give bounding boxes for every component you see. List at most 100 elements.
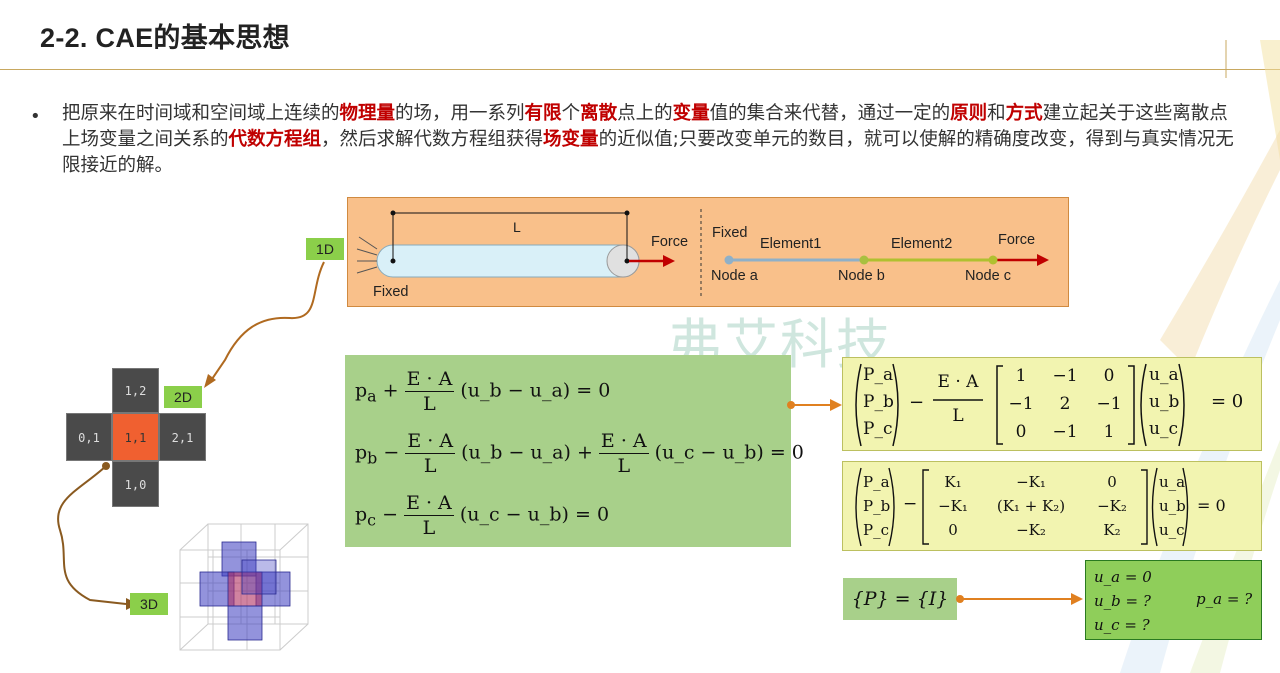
- tag-3d: 3D: [130, 593, 168, 615]
- eq1-paren: (u_b − u_a): [460, 379, 571, 402]
- highlight-term: 方式: [1005, 103, 1043, 124]
- eq3-lhs: p: [355, 503, 368, 526]
- force-label-left: Force: [651, 234, 689, 250]
- eq3-sign: −: [382, 503, 399, 526]
- m1-u-b: u_b: [1149, 392, 1180, 412]
- eq2-frac-num: E · A: [405, 430, 456, 454]
- slide-title: 2-2. CAE的基本思想: [40, 23, 290, 53]
- eq2-frac-den: L: [423, 455, 437, 477]
- m1-frac-den: L: [952, 406, 964, 426]
- grid-cell-2-1: 2,1: [159, 413, 206, 461]
- paragraph-text: 点上的: [617, 103, 673, 124]
- arrow-to-matrix: [787, 399, 842, 411]
- equilibrium-equation: {P} = {I}: [843, 578, 957, 620]
- m2-r2c0: 0: [948, 521, 958, 539]
- m2-u-c: u_c: [1159, 521, 1185, 539]
- m1-r2c0: 0: [1015, 422, 1027, 442]
- m2-p-b: P_b: [863, 497, 891, 515]
- title-divider: [0, 69, 1280, 70]
- m2-r0c2: 0: [1107, 473, 1117, 491]
- m2-r2c2: K₂: [1103, 521, 1121, 539]
- eq1-lhs: p: [355, 379, 368, 402]
- matrix1-brackets: [855, 363, 1185, 447]
- bc-uc: u_c = ?: [1094, 616, 1150, 634]
- m1-u-c: u_c: [1149, 419, 1178, 439]
- m2-u-b: u_b: [1159, 497, 1186, 515]
- eq1-rhs: = 0: [576, 379, 611, 402]
- grid-cell-1-1: 1,1: [112, 413, 159, 461]
- m2-p-c: P_c: [863, 521, 889, 539]
- element2-label: Element2: [891, 236, 953, 252]
- highlight-term: 原则: [950, 103, 988, 124]
- length-label: L: [513, 219, 521, 235]
- paragraph-text: 的近似值;只要改变单元的数目，就可以使解的精确度改变，得到与真实情况无限接近的解…: [62, 129, 1234, 176]
- matrix2-brackets: [855, 467, 1189, 547]
- tag-1d: 1D: [306, 238, 344, 260]
- m2-rhs: = 0: [1197, 496, 1226, 515]
- eq2-sign1: −: [383, 441, 400, 464]
- eq2-sign2: +: [576, 441, 593, 464]
- m2-r0c1: −K₁: [1016, 473, 1046, 491]
- m1-r2c1: −1: [1052, 422, 1078, 442]
- bullet-marker: •: [30, 106, 41, 127]
- bc-list: u_a = 0 u_b = ? u_c = ?: [1094, 565, 1152, 637]
- highlight-term: 代数方程组: [228, 129, 322, 150]
- m1-r1c0: −1: [1008, 394, 1034, 414]
- arrow-to-bc: [956, 593, 1083, 605]
- m2-r1c2: −K₂: [1097, 497, 1127, 515]
- paragraph-text: 值的集合来代替，通过一定的: [709, 103, 951, 124]
- paragraph-text: 个: [561, 103, 581, 124]
- eq3-paren: (u_c − u_b): [459, 503, 569, 526]
- eq1-frac-num: E · A: [404, 368, 455, 392]
- m1-r2c2: 1: [1103, 422, 1115, 442]
- m1-rhs: = 0: [1211, 391, 1244, 412]
- highlight-term: 变量: [672, 103, 710, 124]
- body-paragraph: 把原来在时间域和空间域上连续的物理量的场，用一系列有限个离散点上的变量值的集合来…: [62, 101, 1242, 179]
- paragraph-text: 的场，用一系列: [395, 103, 525, 124]
- node-b-label: Node b: [838, 268, 885, 284]
- m1-r0c1: −1: [1052, 366, 1078, 386]
- eq1-frac-den: L: [423, 393, 436, 415]
- fixed-label-right: Fixed: [712, 225, 748, 241]
- matrix1-p-vector: P_a P_b P_c: [863, 362, 894, 443]
- force-label-right: Force: [998, 232, 1036, 248]
- bc-pa: p_a = ?: [1196, 590, 1253, 608]
- grid-cell-1-2: 1,2: [112, 368, 159, 413]
- element1-label: Element1: [760, 236, 822, 252]
- paragraph-text: 把原来在时间域和空间域上连续的: [62, 103, 340, 124]
- eq3-frac-den: L: [422, 517, 436, 539]
- eq1-sub: a: [367, 386, 377, 406]
- node-a-label: Node a: [711, 268, 758, 284]
- fixed-label-left: Fixed: [373, 284, 409, 300]
- m2-u-a: u_a: [1159, 473, 1186, 491]
- highlight-term: 物理量: [339, 103, 396, 124]
- matrix1-minus: −: [909, 392, 925, 413]
- grid-cell-1-0: 1,0: [112, 461, 159, 507]
- m1-r0c2: 0: [1103, 366, 1115, 386]
- matrix2-minus: −: [903, 494, 918, 514]
- paragraph-text: 建立起关于这些离散点上场变量之间关系的: [62, 103, 1228, 150]
- matrix2-u-vector: u_a u_b u_c: [1159, 470, 1186, 542]
- m1-p-a: P_a: [863, 365, 894, 385]
- eq2-lhs: p: [355, 441, 368, 464]
- m1-r1c2: −1: [1096, 394, 1122, 414]
- eq3-frac-num: E · A: [404, 492, 454, 516]
- m2-p-a: P_a: [863, 473, 890, 491]
- m1-frac-num: E · A: [937, 372, 979, 392]
- grid-cell-0-1: 0,1: [66, 413, 112, 461]
- boundary-conditions-box: u_a = 0 u_b = ? u_c = ? p_a = ?: [1085, 560, 1262, 640]
- m1-p-b: P_b: [863, 392, 894, 412]
- m1-u-a: u_a: [1149, 365, 1179, 385]
- bc-ua: u_a = 0: [1094, 568, 1152, 586]
- eq2-sub: b: [367, 448, 378, 468]
- eq3-rhs: = 0: [574, 503, 610, 526]
- m1-r1c1: 2: [1059, 394, 1071, 414]
- m2-r0c0: K₁: [944, 473, 962, 491]
- paragraph-text: 和: [987, 103, 1006, 124]
